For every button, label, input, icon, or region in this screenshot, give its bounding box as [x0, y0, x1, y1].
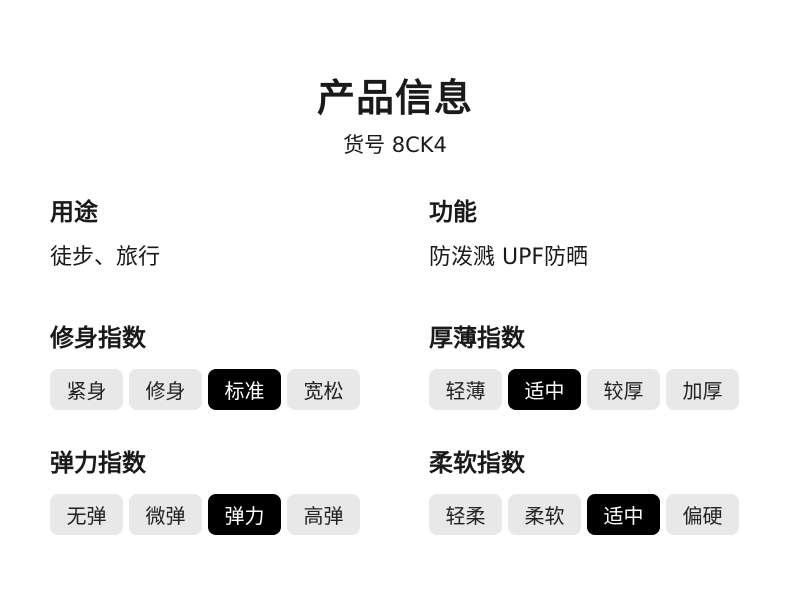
elasticity-option-4: 高弹 — [287, 494, 360, 535]
elasticity-index-label: 弹力指数 — [50, 449, 146, 477]
fit-option-2: 修身 — [129, 369, 202, 410]
thickness-index-label: 厚薄指数 — [429, 324, 525, 352]
function-section: 功能 防泼溅 UPF防晒 — [429, 198, 769, 293]
elasticity-option-3: 弹力 — [208, 494, 281, 535]
product-code: 货号 8CK4 — [343, 133, 447, 157]
softness-options: 轻柔柔软适中偏硬 — [429, 494, 739, 535]
thickness-option-4: 加厚 — [666, 369, 739, 410]
thickness-option-2: 适中 — [508, 369, 581, 410]
function-label: 功能 — [429, 198, 477, 226]
thickness-index-section: 厚薄指数 轻薄适中较厚加厚 — [429, 324, 769, 419]
softness-option-2: 柔软 — [508, 494, 581, 535]
elasticity-index-section: 弹力指数 无弹微弹弹力高弹 — [50, 449, 390, 544]
softness-option-1: 轻柔 — [429, 494, 502, 535]
softness-option-4: 偏硬 — [666, 494, 739, 535]
fit-index-label: 修身指数 — [50, 324, 146, 352]
thickness-options: 轻薄适中较厚加厚 — [429, 369, 739, 410]
fit-option-4: 宽松 — [287, 369, 360, 410]
usage-label: 用途 — [50, 198, 98, 226]
elasticity-option-1: 无弹 — [50, 494, 123, 535]
fit-index-section: 修身指数 紧身修身标准宽松 — [50, 324, 390, 419]
thickness-option-3: 较厚 — [587, 369, 660, 410]
fit-option-1: 紧身 — [50, 369, 123, 410]
softness-option-3: 适中 — [587, 494, 660, 535]
function-value: 防泼溅 UPF防晒 — [429, 245, 589, 270]
page-title: 产品信息 — [316, 76, 473, 120]
softness-index-label: 柔软指数 — [429, 449, 525, 477]
elasticity-options: 无弹微弹弹力高弹 — [50, 494, 360, 535]
usage-value: 徒步、旅行 — [50, 245, 161, 270]
elasticity-option-2: 微弹 — [129, 494, 202, 535]
thickness-option-1: 轻薄 — [429, 369, 502, 410]
fit-option-3: 标准 — [208, 369, 281, 410]
fit-options: 紧身修身标准宽松 — [50, 369, 360, 410]
softness-index-section: 柔软指数 轻柔柔软适中偏硬 — [429, 449, 769, 544]
usage-section: 用途 徒步、旅行 — [50, 198, 390, 293]
